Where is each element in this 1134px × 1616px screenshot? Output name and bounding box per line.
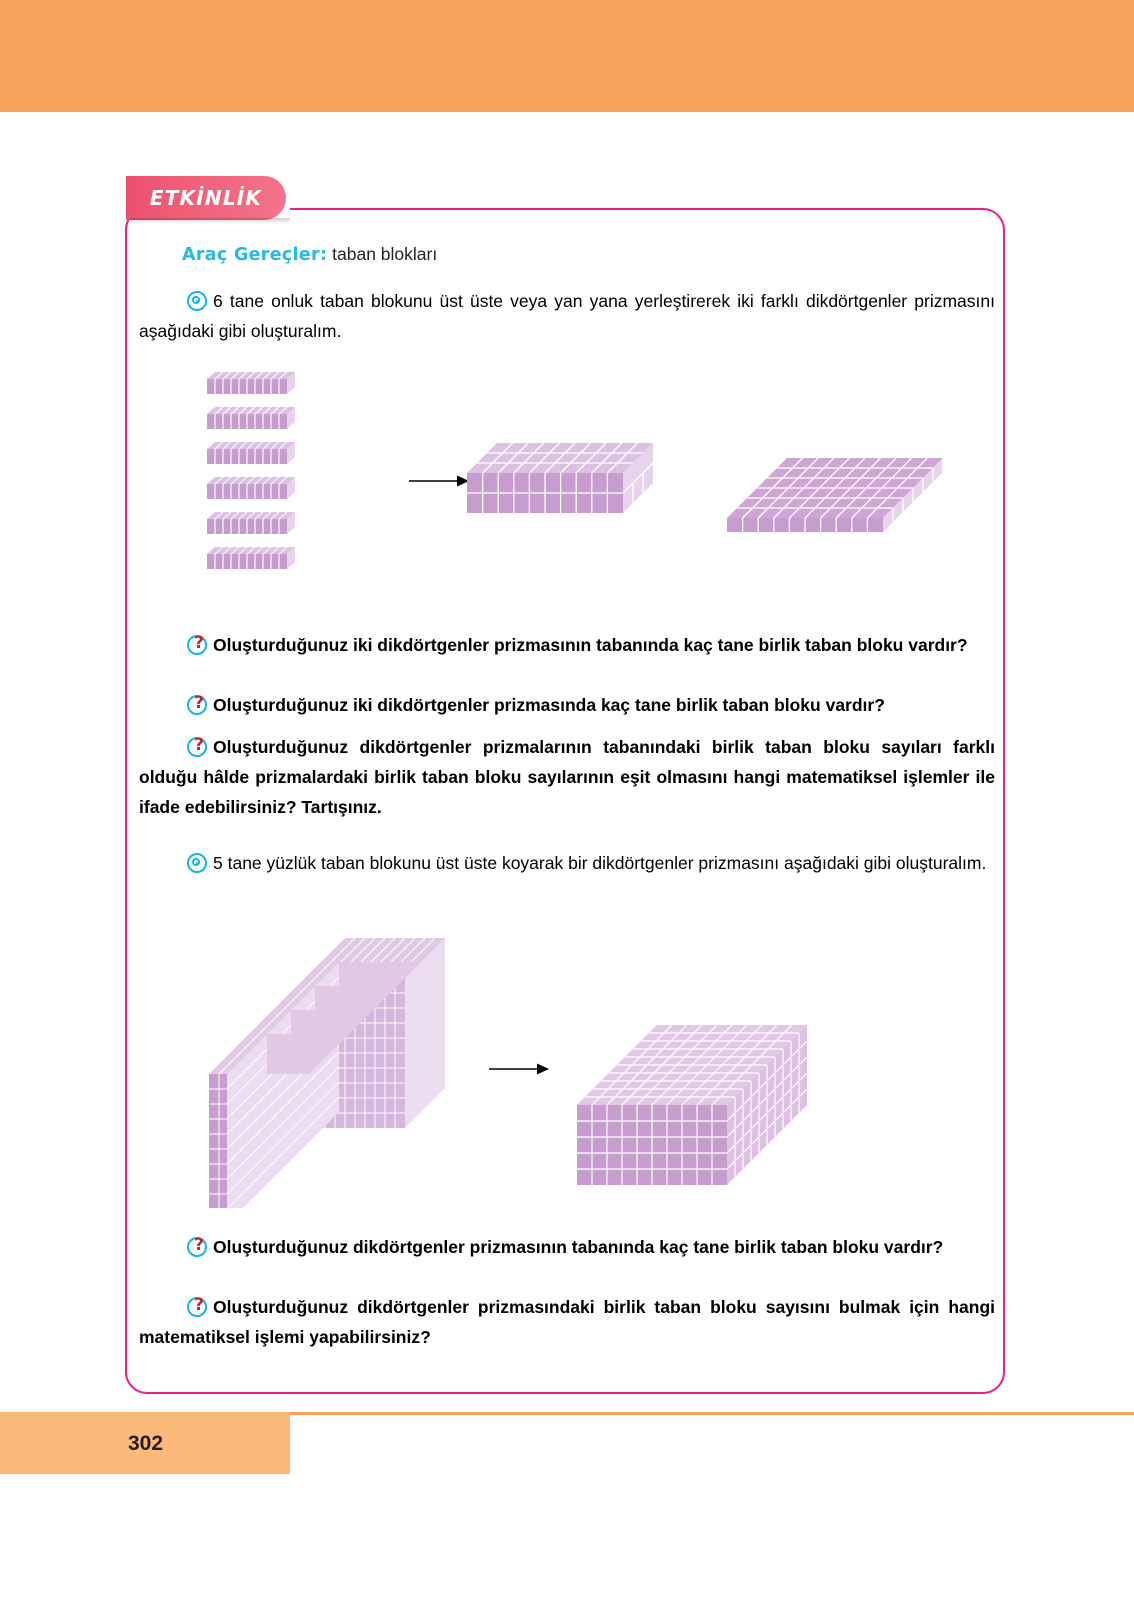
- paragraph-text: 5 tane yüzlük taban blokunu üst üste koy…: [213, 853, 987, 873]
- question-mark-glyph: ?: [194, 735, 204, 755]
- right-arrow-icon: [489, 1060, 549, 1076]
- question-1: ? Oluşturduğunuz iki dikdörtgenler prizma…: [139, 630, 995, 660]
- activity-content: Araç Gereçler: taban blokları 6 tane onl…: [127, 210, 1007, 1396]
- prism-10x6x1: [727, 432, 943, 547]
- question-mark-glyph: ?: [194, 1235, 204, 1255]
- question-2: ? Oluşturduğunuz iki dikdörtgenler prizma…: [139, 690, 995, 720]
- question-text: Oluşturduğunuz dikdörtgenler prizmasının…: [213, 1237, 944, 1257]
- ten-rods-svg: [207, 371, 295, 569]
- question-text: Oluşturduğunuz dikdörtgenler prizmasında…: [139, 1297, 995, 1347]
- question-text: Oluşturduğunuz dikdörtgenler prizmaların…: [139, 737, 995, 817]
- activity-tab: ETKİNLİK: [126, 176, 286, 220]
- page-footer-rule: [290, 1412, 1134, 1415]
- question-text: Oluşturduğunuz iki dikdörtgenler prizmas…: [213, 635, 968, 655]
- question-mark-glyph: ?: [194, 633, 204, 653]
- question-bullet-icon: ?: [187, 1235, 207, 1257]
- activity-box: Araç Gereçler: taban blokları 6 tane onl…: [125, 208, 1005, 1394]
- paragraph-text: 6 tane onluk taban blokunu üst üste veya…: [139, 291, 995, 341]
- activity-tab-label: ETKİNLİK: [149, 186, 263, 210]
- target-bullet-icon: [187, 291, 207, 311]
- page-footer-block: [0, 1412, 290, 1474]
- question-bullet-icon: ?: [187, 633, 207, 655]
- question-bullet-icon: ?: [187, 1295, 207, 1317]
- prism-10x10x5: [577, 985, 837, 1220]
- ten-rods-group: [199, 368, 399, 593]
- question-3: ?Oluşturduğunuz dikdörtgenler prizmaları…: [139, 732, 995, 822]
- question-text: Oluşturduğunuz iki dikdörtgenler prizmas…: [213, 695, 885, 715]
- page-number: 302: [128, 1432, 164, 1455]
- paragraph-intro-2: 5 tane yüzlük taban blokunu üst üste koy…: [139, 848, 995, 878]
- question-bullet-icon: ?: [187, 735, 207, 757]
- question-5: ?Oluşturduğunuz dikdörtgenler prizmasınd…: [139, 1292, 995, 1352]
- paragraph-intro-1: 6 tane onluk taban blokunu üst üste veya…: [139, 286, 995, 346]
- question-mark-glyph: ?: [194, 1295, 204, 1315]
- question-bullet-icon: ?: [187, 693, 207, 715]
- page-header-band: [0, 0, 1134, 112]
- tools-label: Araç Gereçler:: [182, 245, 328, 265]
- question-mark-glyph: ?: [194, 693, 204, 713]
- target-bullet-icon: [187, 853, 207, 873]
- tools-value: taban blokları: [332, 244, 438, 264]
- question-4: ? Oluşturduğunuz dikdörtgenler prizmasını…: [139, 1232, 995, 1262]
- activity-tab-shadow: [130, 218, 290, 224]
- tools-line: Araç Gereçler: taban blokları: [182, 244, 437, 265]
- right-arrow-icon: [409, 472, 469, 488]
- hundred-plates-group: [209, 908, 459, 1224]
- prism-10x3x2: [467, 435, 667, 540]
